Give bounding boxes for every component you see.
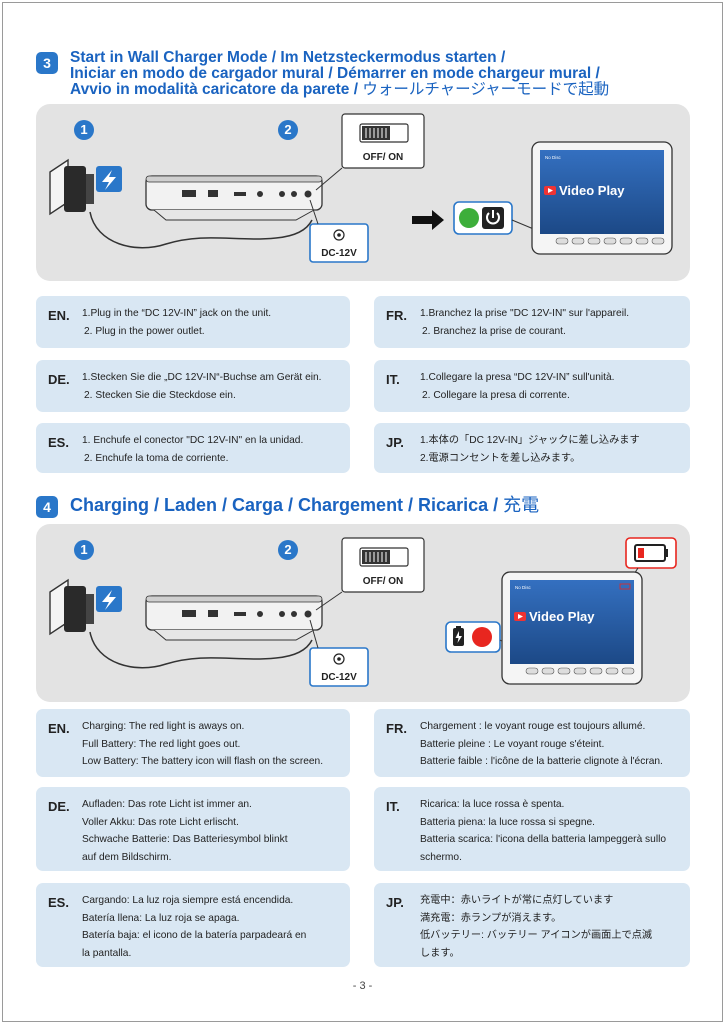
charging-instruction-en: EN. Charging: The red light is aways on.… <box>36 709 350 777</box>
section-3-illustration: 1 2 <box>36 104 690 281</box>
step-1-marker: 1 <box>74 120 94 140</box>
instruction-es: ES. 1. Enchufe el conector "DC 12V-IN" e… <box>36 423 350 473</box>
arrow-right-icon <box>412 210 444 230</box>
section-number: 4 <box>36 496 58 518</box>
section-4-title: Charging / Laden / Carga / Chargement / … <box>70 495 540 515</box>
lightning-icon <box>96 586 122 612</box>
green-light-icon <box>459 208 479 228</box>
lightning-icon <box>96 166 122 192</box>
section-number: 3 <box>36 52 58 74</box>
instruction-en: EN. 1.Plug in the “DC 12V-IN” jack on th… <box>36 296 350 348</box>
dc-jack-callout: DC-12V <box>309 199 369 263</box>
charging-instruction-it: IT. Ricarica: la luce rossa è spenta.Bat… <box>374 787 690 871</box>
red-light-icon <box>472 627 492 647</box>
power-switch-callout: OFF/ ON <box>315 113 425 191</box>
svg-text:OFF/ ON: OFF/ ON <box>363 152 404 163</box>
instruction-de: DE. 1.Stecken Sie die „DC 12V-IN“-Buchse… <box>36 360 350 412</box>
step-2-marker: 2 <box>278 540 298 560</box>
power-button-callout <box>453 201 537 235</box>
page-number: - 3 - <box>352 980 373 992</box>
step-1-marker: 1 <box>74 540 94 560</box>
dc-jack-callout: DC-12V <box>309 619 369 687</box>
svg-text:No Disc: No Disc <box>545 155 562 160</box>
instruction-fr: FR. 1.Branchez la prise "DC 12V-IN" sur … <box>374 296 690 348</box>
wall-adapter-icon <box>49 578 313 669</box>
svg-text:No Disc: No Disc <box>515 585 532 590</box>
instruction-it: IT. 1.Collegare la presa “DC 12V-IN” sul… <box>374 360 690 412</box>
charging-light-callout <box>445 621 515 653</box>
screen-monitor: No Disc Video Play <box>531 141 673 255</box>
charging-instruction-jp: JP. 充電中：赤いライトが常に点灯しています満充電：赤ランプが消えます。低バッ… <box>374 883 690 967</box>
section-3-title: Start in Wall Charger Mode / Im Netzstec… <box>70 49 610 98</box>
low-battery-callout <box>625 537 677 587</box>
charging-instruction-de: DE. Aufladen: Das rote Licht ist immer a… <box>36 787 350 871</box>
svg-text:DC-12V: DC-12V <box>321 248 357 259</box>
charging-instruction-es: ES. Cargando: La luz roja siempre está e… <box>36 883 350 967</box>
svg-text:Video Play: Video Play <box>559 183 625 198</box>
section-4-illustration: 1 2 OFF/ ON <box>36 524 690 702</box>
power-switch-callout: OFF/ ON <box>315 537 425 611</box>
dvd-player-side-view <box>145 595 323 641</box>
svg-text:Video Play: Video Play <box>529 609 595 624</box>
charging-diagram: OFF/ ON DC-12V <box>49 537 677 687</box>
charging-instruction-fr: FR. Chargement : le voyant rouge est tou… <box>374 709 690 777</box>
power-icon <box>482 207 504 229</box>
step-2-marker: 2 <box>278 120 298 140</box>
screen-monitor: No Disc Video Play <box>501 571 643 685</box>
wall-charger-diagram: OFF/ ON DC-12V <box>49 113 673 263</box>
svg-text:DC-12V: DC-12V <box>321 672 357 683</box>
battery-charging-icon <box>453 626 464 646</box>
wall-adapter-icon <box>49 158 313 249</box>
svg-text:OFF/ ON: OFF/ ON <box>363 576 404 587</box>
dvd-player-side-view <box>145 175 323 221</box>
